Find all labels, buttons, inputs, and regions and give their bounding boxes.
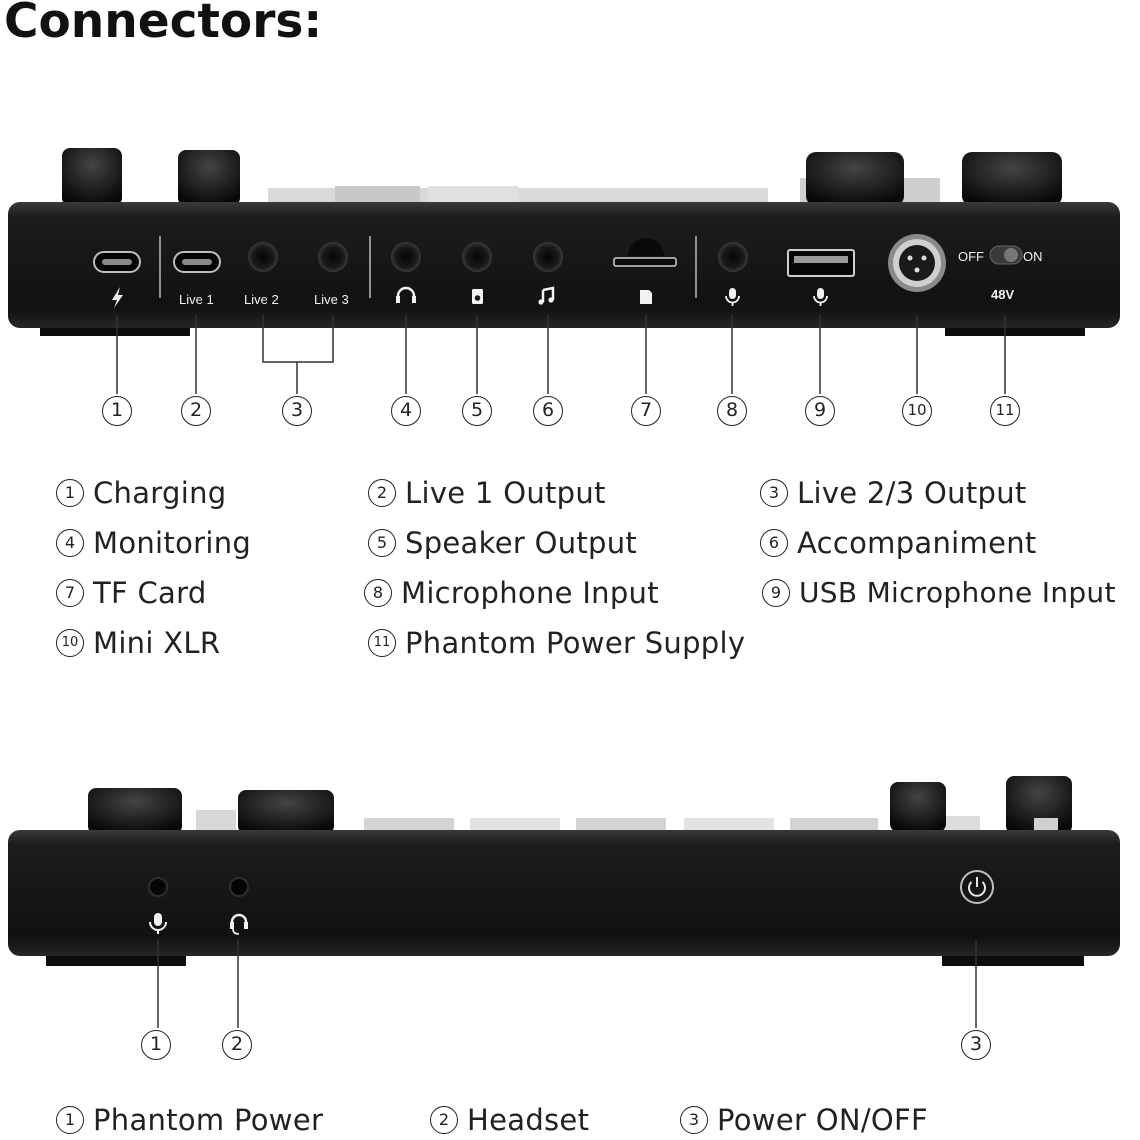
device-body — [8, 202, 1120, 328]
microphone-icon — [725, 288, 740, 306]
top-controls — [62, 148, 1062, 208]
microphone-icon — [149, 913, 167, 934]
marker-1: 1 — [141, 1030, 171, 1060]
sd-card-icon — [640, 290, 652, 304]
music-note-icon — [541, 286, 555, 302]
marker-8: 8 — [717, 396, 747, 426]
power-button[interactable] — [960, 870, 994, 904]
marker-9: 9 — [805, 396, 835, 426]
marker-5: 5 — [462, 396, 492, 426]
port-label-live3: Live 3 — [314, 292, 349, 307]
headset-icon — [230, 913, 248, 935]
usb-c-port-icon — [93, 251, 141, 273]
device-rear-panel: Live 1 Live 2 Live 3 OFF — [8, 148, 1120, 394]
xlr-connector-icon — [888, 234, 946, 292]
marker-1: 1 — [102, 396, 132, 426]
front-controls — [88, 776, 1072, 836]
marker-3: 3 — [282, 396, 312, 426]
marker-2: 2 — [181, 396, 211, 426]
port-label-live2: Live 2 — [244, 292, 279, 307]
marker-3: 3 — [961, 1030, 991, 1060]
marker-2: 2 — [222, 1030, 252, 1060]
marker-6: 6 — [533, 396, 563, 426]
marker-7: 7 — [631, 396, 661, 426]
switch-48v-label: 48V — [991, 287, 1014, 302]
speaker-icon — [472, 289, 483, 304]
headphones-icon — [396, 286, 416, 302]
marker-10: 10 — [902, 396, 932, 426]
microphone-icon — [813, 288, 828, 306]
marker-11: 11 — [990, 396, 1020, 426]
usb-c-port-icon — [173, 251, 221, 273]
port-label-live1: Live 1 — [179, 292, 214, 307]
page-title: Connectors: — [4, 0, 323, 49]
lightning-icon — [112, 287, 123, 308]
marker-4: 4 — [391, 396, 421, 426]
usb-a-port-icon — [787, 249, 855, 277]
power-icon — [968, 881, 986, 897]
device-body — [8, 830, 1120, 956]
switch-off-label: OFF — [958, 249, 984, 264]
switch-on-label: ON — [1023, 249, 1043, 264]
device-front-panel — [8, 776, 1120, 1028]
